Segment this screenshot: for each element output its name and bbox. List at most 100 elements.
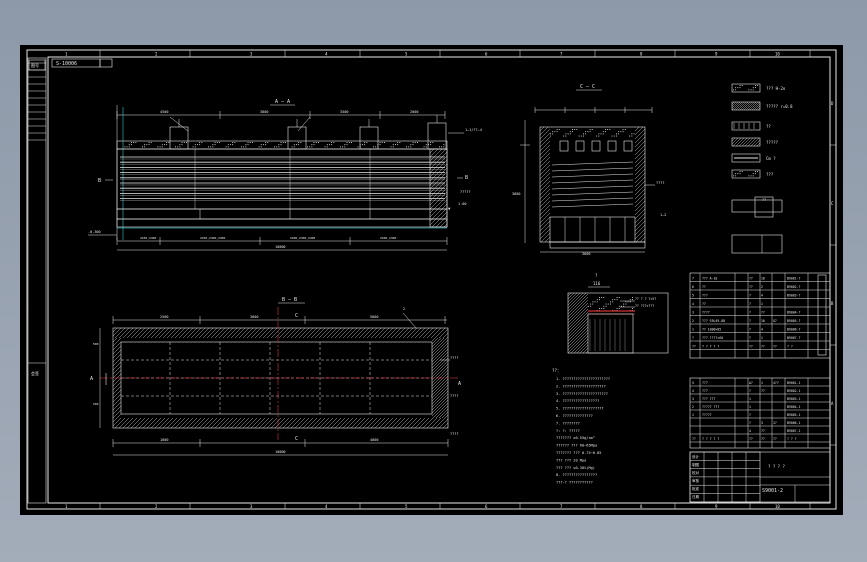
ruler-number-top: 7 <box>560 52 563 57</box>
section-mark-a: A <box>90 376 93 382</box>
note-line-9: ?????? ??? 60~65Mpa <box>556 444 597 448</box>
title-label: 日期 <box>692 494 700 499</box>
drawing-number: S9001-2 <box>762 488 783 494</box>
note-line-1: 2. ???????????????????? <box>556 384 606 388</box>
legend-fill <box>731 101 761 111</box>
section-title-aa: A — A <box>275 99 290 105</box>
ruler-number-top: 6 <box>485 52 488 57</box>
legend-label-2: ?? <box>766 124 771 129</box>
callout-label: ???? <box>450 394 458 398</box>
note-line-10: ??????? ??? 0.75~0.85 <box>556 451 601 455</box>
legend-swatch-5 <box>731 169 761 179</box>
legend-fill <box>731 137 761 147</box>
outer-frame <box>26 49 837 510</box>
dim-text: 4500 <box>160 110 168 114</box>
table-cell-lower: ? <box>749 421 751 425</box>
table-cell-upper: 2 <box>692 319 694 323</box>
table-cell-lower: ?? <box>692 437 696 441</box>
callout-label: ???? <box>450 356 458 360</box>
ruler-number-bottom: 2 <box>155 504 158 509</box>
foundation <box>116 218 448 228</box>
leader <box>297 116 311 132</box>
cc-media-line <box>551 191 634 196</box>
ruler-letter-right: B <box>831 301 834 306</box>
drawing-ref-number: S-10006 <box>56 61 77 67</box>
leader <box>169 116 189 132</box>
table-cell-upper: ? <box>692 336 694 340</box>
legend-detail-box-2 <box>731 234 783 254</box>
plan-bottom-wall <box>112 417 449 429</box>
drawing-ref-sheet <box>99 58 113 68</box>
table-cell-lower: 1 <box>749 405 751 409</box>
table-cell-lower: ? ? ? ? ? <box>702 437 719 441</box>
level-text: -0.300 <box>88 230 101 234</box>
table-cell-upper: ?? 1000×85 <box>702 328 721 332</box>
table-cell-lower: ?? <box>761 429 765 433</box>
callout-label: 1—1/??—4 <box>465 128 482 132</box>
ruler-letter-right: C <box>831 201 834 206</box>
table-cell-lower: B9002-1 <box>787 389 801 393</box>
note-line-12: ??? ??? ≤0.30%(Mg) <box>556 466 595 470</box>
table-cell-upper: ?? <box>702 302 706 306</box>
cc-outline <box>539 126 646 243</box>
table-cell-upper: ?? <box>692 345 696 349</box>
ruler-number-bottom: 3 <box>250 504 253 509</box>
table-cell-upper: ? <box>749 294 751 298</box>
cc-media-line <box>551 185 634 190</box>
table-cell-lower: B9001-1 <box>787 381 801 385</box>
note-line-4: 5. ??????????????????? <box>556 407 604 411</box>
legend-swatch-2 <box>731 121 761 131</box>
table-cell-lower: B9003-1 <box>787 397 801 401</box>
ruler-number-top: 9 <box>715 52 718 57</box>
binding-label: 会签 <box>31 370 39 376</box>
table-cell-upper: 6 <box>692 285 694 289</box>
binding-stamp <box>28 59 46 71</box>
table-cell-upper: B9003-? <box>787 294 801 298</box>
callout-number: 2 <box>403 307 405 311</box>
legend-label-5: ??? <box>766 172 774 177</box>
note-line-8: ??????? ≥0.55g/cm³ <box>556 436 595 440</box>
section-title-cc: C — C <box>580 84 595 90</box>
table-cell-upper: ?? <box>702 285 706 289</box>
detail-mark: ? <box>595 273 598 278</box>
table-cell-upper: ??? ????×60 <box>702 336 723 340</box>
table-cell-lower: ????? ??? <box>702 405 719 409</box>
cc-nozzle <box>559 140 569 152</box>
ruler-letter-right: A <box>831 401 834 406</box>
callout-label: 1—2 <box>660 213 666 217</box>
table-cell-upper: ? ? <box>787 345 793 349</box>
callout-label: ???? <box>450 432 458 436</box>
table-cell-upper: ? <box>749 302 751 306</box>
cc-right-wall <box>634 126 646 243</box>
dim-text: 4000 <box>370 438 378 442</box>
table-cell-lower: ? <box>749 389 751 393</box>
table-cell-upper: ? <box>749 311 751 315</box>
bottom-slab <box>116 208 448 220</box>
table-cell-upper: B9006-? <box>787 328 801 332</box>
dim-text: 3800 <box>512 192 520 196</box>
dim-text: 10000 <box>275 450 286 454</box>
table-cell-upper: ?? <box>749 345 753 349</box>
section-mark-b: B <box>465 175 468 181</box>
callout-label: ???? <box>656 181 664 185</box>
dim-text: 500 <box>93 342 99 346</box>
title-label: 设计 <box>692 454 700 459</box>
detail-label: ?? ???×??? <box>635 304 654 308</box>
title-label: 批准 <box>692 486 700 491</box>
legend-detail-box <box>731 199 783 213</box>
legend-swatch-0 <box>731 83 761 93</box>
table-cell-lower: ? <box>749 413 751 417</box>
table-cell-lower: ??? ??? <box>702 397 716 401</box>
cc-nozzle <box>623 140 633 152</box>
table-cell-upper: ? ? ? ? ? <box>702 345 719 349</box>
note-line-7: ?: ?: ????? <box>556 429 580 433</box>
table-cell-upper: 5 <box>692 294 694 298</box>
ruler-number-bottom: 5 <box>405 504 408 509</box>
table-cell-lower: 4 <box>749 429 751 433</box>
notes-header: ??： <box>552 368 561 373</box>
dim-text: 3600 <box>582 252 590 256</box>
tank-body <box>116 148 448 210</box>
table-cell-upper: B9007-? <box>787 336 801 340</box>
